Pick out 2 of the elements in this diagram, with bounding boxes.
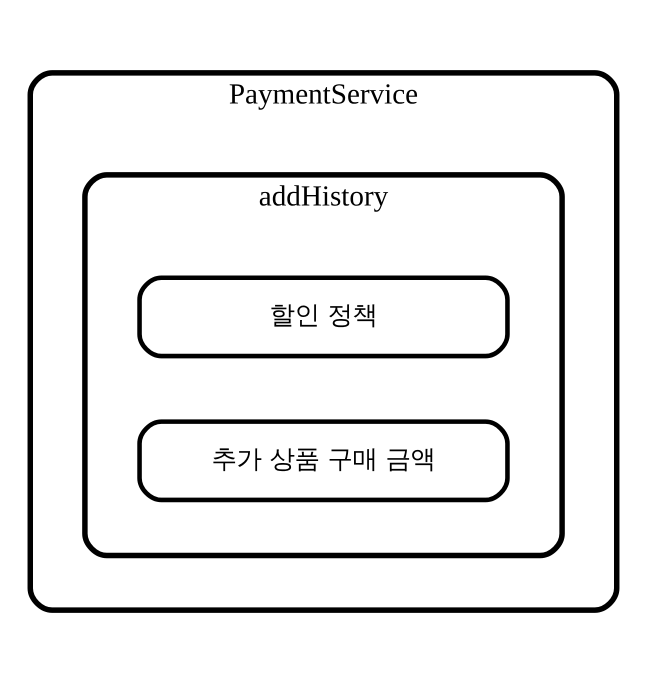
- node-box: 추가 상품 구매 금액: [137, 418, 510, 502]
- node-box: 할인 정책: [137, 274, 510, 358]
